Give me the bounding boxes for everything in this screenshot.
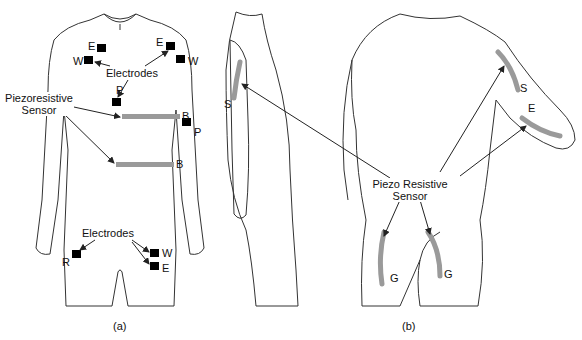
callout-label: Piezoresistive Sensor: [4, 92, 74, 116]
callout-label: Electrodes: [82, 227, 134, 239]
callout-label: Electrodes: [106, 67, 158, 79]
panel-label: (b): [402, 320, 415, 332]
sensor-label: B: [176, 158, 183, 170]
panel-label: (a): [113, 320, 126, 332]
electrode-label: E: [156, 36, 163, 48]
sensor-label: B: [182, 110, 189, 122]
sensor-label: E: [528, 102, 535, 114]
sensor-label: S: [520, 82, 527, 94]
sensor-label: G: [444, 268, 453, 280]
electrode-label: P: [194, 126, 201, 138]
electrode-label: E: [162, 262, 169, 274]
sensor-label: S: [224, 98, 231, 110]
electrode-label: R: [62, 256, 70, 268]
callout-label: Piezo Resistive Sensor: [370, 178, 450, 202]
electrode-label: W: [188, 55, 198, 67]
electrode-label: P: [116, 84, 123, 96]
sensor-label: G: [390, 272, 399, 284]
electrode-label: W: [162, 247, 172, 259]
electrode-label: E: [88, 40, 95, 52]
electrode-label: W: [73, 55, 83, 67]
